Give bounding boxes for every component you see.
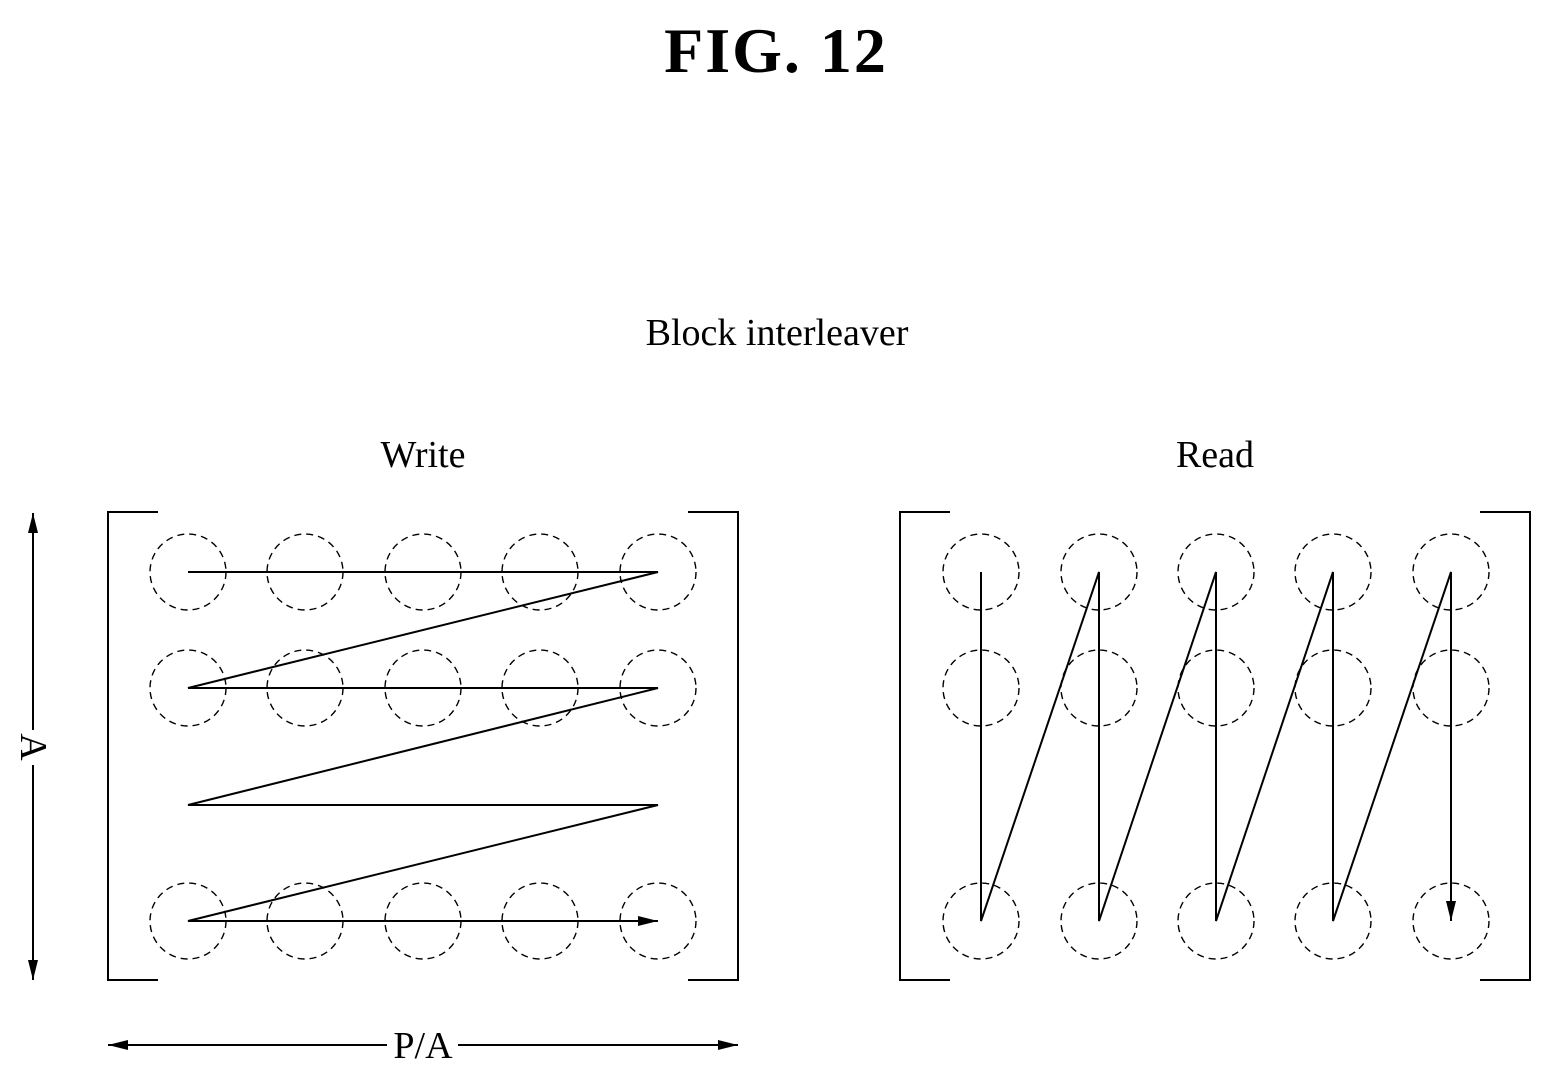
write-panel-title: Write: [381, 434, 466, 476]
read-path: [981, 572, 1451, 921]
write-row-wise-path: [188, 572, 658, 921]
read-left-bracket: [900, 512, 950, 980]
rows-dimension: A: [12, 513, 54, 980]
rows-dimension-label: A: [12, 733, 54, 761]
write-right-bracket: [688, 512, 738, 980]
read-panel: [900, 512, 1530, 980]
figure-label: FIG. 12: [664, 15, 888, 86]
write-left-bracket: [108, 512, 158, 980]
read-column-wise-path: [981, 572, 1451, 921]
read-panel-title: Read: [1176, 434, 1254, 476]
read-right-bracket: [1480, 512, 1530, 980]
write-path: [188, 572, 658, 921]
columns-dimension-label: P/A: [393, 1025, 453, 1067]
write-panel: [108, 512, 738, 980]
columns-dimension: P/A: [108, 1025, 738, 1067]
diagram-title: Block interleaver: [646, 312, 909, 354]
